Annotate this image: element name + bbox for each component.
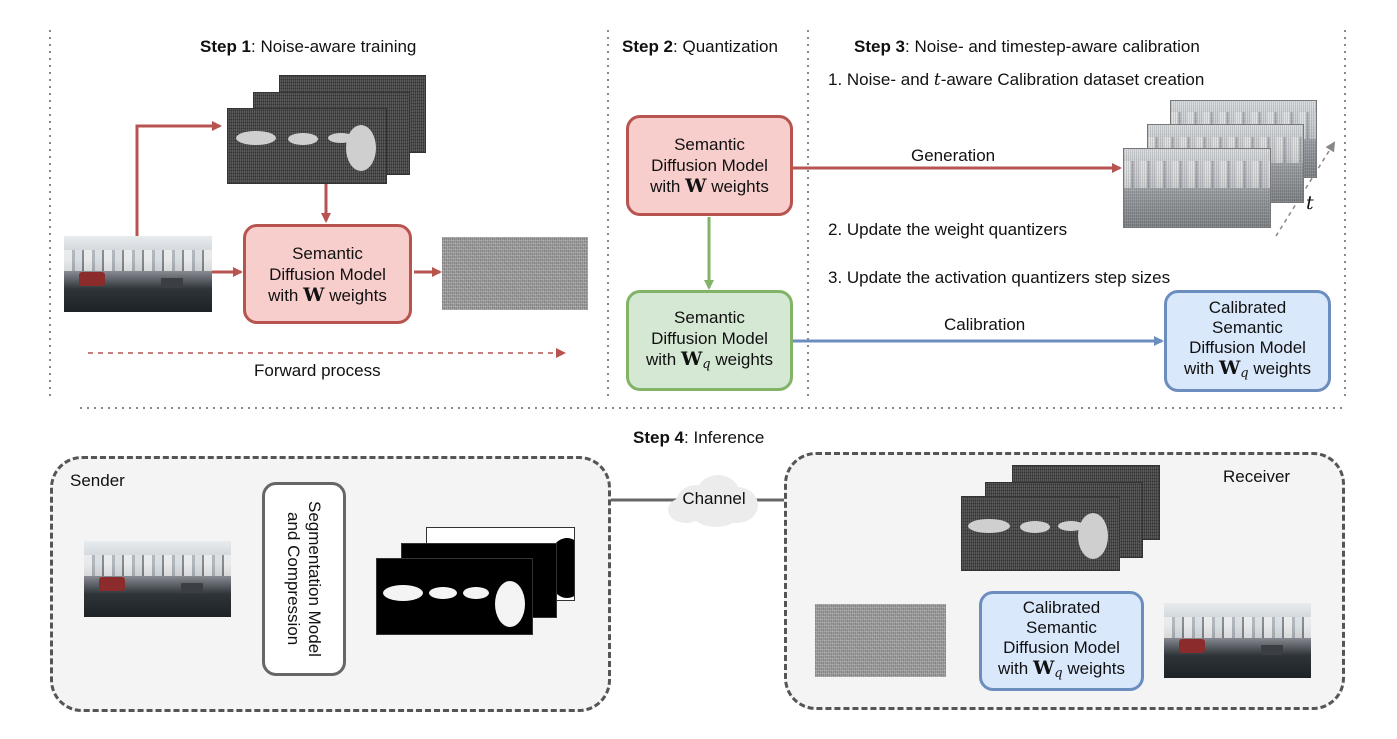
received-segmentation-map-front xyxy=(961,496,1120,571)
noise-image-output xyxy=(442,237,588,310)
segmentation-map-front xyxy=(376,558,533,635)
t-axis-label: t xyxy=(1306,192,1314,214)
step4-title: Step 4: Inference xyxy=(633,428,765,447)
generation-label: Generation xyxy=(911,146,996,165)
step3-item3: 3. Update the activation quantizers step… xyxy=(828,268,1171,287)
sender-label: Sender xyxy=(70,471,125,490)
generated-image-front xyxy=(1123,148,1271,228)
step3-title: Step 3: Noise- and timestep-aware calibr… xyxy=(854,37,1200,56)
channel-label: Channel xyxy=(682,489,746,508)
input-street-image xyxy=(64,236,212,312)
step3-item2: 2. Update the weight quantizers xyxy=(828,220,1068,239)
receiver-label: Receiver xyxy=(1223,467,1291,486)
forward-process-label: Forward process xyxy=(254,361,381,380)
noisy-segmentation-map-front xyxy=(227,108,387,184)
receiver-noise-image xyxy=(815,604,946,677)
arrow-t-axis xyxy=(1275,141,1336,237)
channel-cloud: Channel xyxy=(666,475,762,527)
calibration-label: Calibration xyxy=(944,315,1026,334)
dotted-separators xyxy=(49,30,1346,409)
step1-title: Step 1: Noise-aware training xyxy=(200,37,417,56)
reconstructed-output-image xyxy=(1164,603,1311,678)
step3-item1: 1. Noise- and t-aware Calibration datase… xyxy=(828,70,1205,90)
sender-input-image xyxy=(84,541,231,617)
step2-title: Step 2: Quantization xyxy=(622,37,778,56)
arrow-image-to-seg xyxy=(135,121,222,238)
